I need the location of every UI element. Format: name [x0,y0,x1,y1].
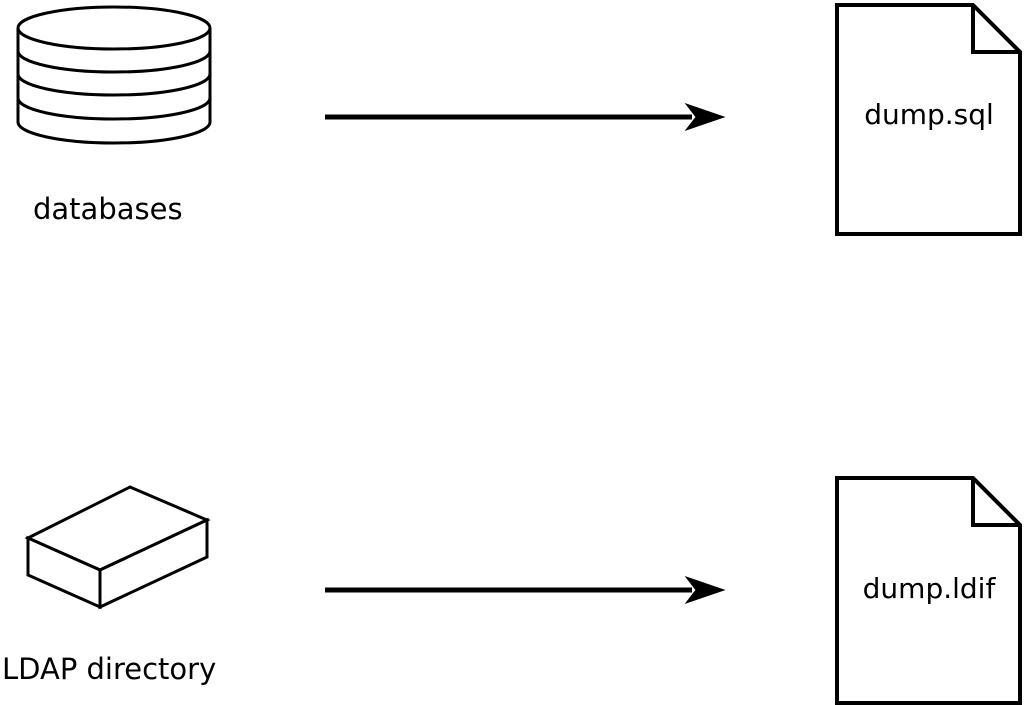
dump-sql-document-icon [835,3,1022,236]
dump-ldif-document-icon [835,476,1022,705]
box-3d-icon [24,485,211,610]
database-icon [16,5,212,145]
dump-sql-label: dump.sql [864,98,994,131]
databases-label: databases [33,192,183,226]
dump-ldif-label: dump.ldif [862,572,996,605]
ldap-directory-label: LDAP directory [2,652,217,686]
ldap-to-ldif-arrow-icon [325,575,726,605]
db-to-sql-arrow-icon [325,102,726,132]
